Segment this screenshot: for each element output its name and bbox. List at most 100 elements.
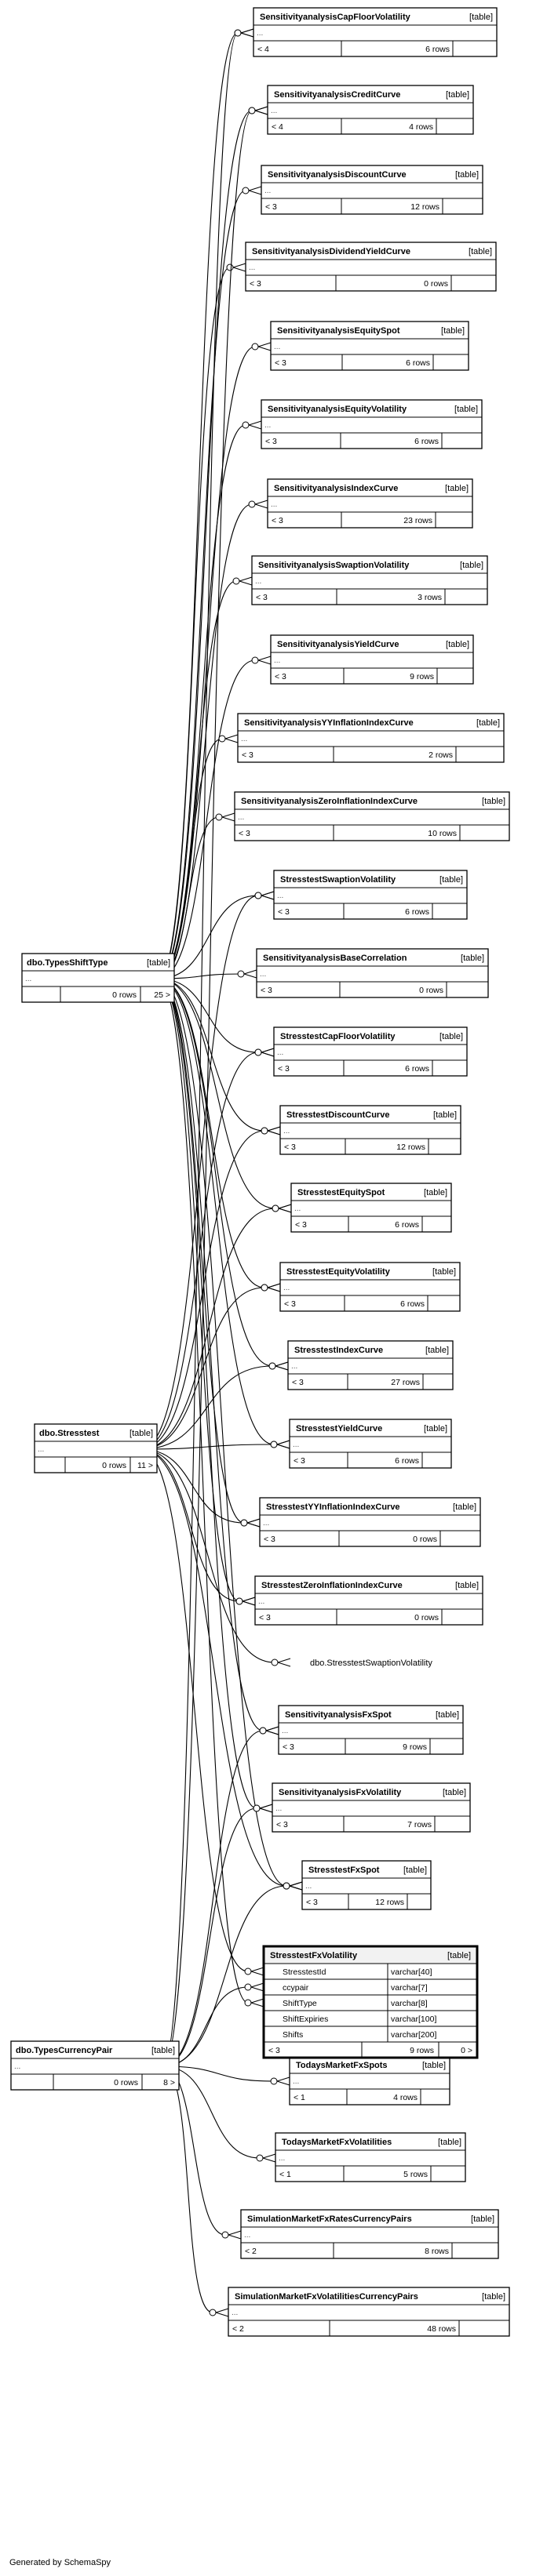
table-kind: [table] [438, 2138, 461, 2147]
table-t5[interactable]: SensitivityanalysisEquityVolatility[tabl… [261, 399, 483, 449]
many-end-marker [251, 656, 272, 665]
row-count: 12 rows [375, 1898, 404, 1907]
table-name: StresstestCapFloorVolatility [280, 1032, 396, 1041]
parent-count: < 3 [306, 1898, 318, 1907]
table-t13[interactable]: StresstestCapFloorVolatility[table]...< … [273, 1026, 468, 1077]
row-count: 6 rows [406, 358, 430, 368]
row-count: 2 rows [428, 750, 453, 760]
row-count: 6 rows [400, 1299, 425, 1309]
external-reference[interactable]: dbo.StresstestSwaptionVolatility [310, 1659, 432, 1668]
ellipsis: ... [291, 1362, 297, 1371]
table-t2[interactable]: SensitivityanalysisDiscountCurve[table].… [261, 165, 483, 215]
relationship-shifttype-t6 [158, 503, 253, 979]
column-type: varchar[200] [391, 2030, 436, 2040]
table-t1[interactable]: SensitivityanalysisCreditCurve[table]...… [267, 85, 474, 135]
row-count: 0 rows [419, 986, 443, 995]
relationship-shifttype-t22 [158, 978, 257, 1809]
row-count: 0 rows [112, 990, 137, 1000]
relationship-shifttype-t1 [158, 110, 253, 979]
parent-count: < 3 [292, 1378, 304, 1387]
row-count: 12 rows [396, 1143, 425, 1152]
table-name: SensitivityanalysisCapFloorVolatility [260, 13, 411, 22]
ellipsis: ... [279, 2154, 285, 2163]
table-t8[interactable]: SensitivityanalysisYieldCurve[table]...<… [270, 634, 474, 685]
ellipsis: ... [305, 1882, 312, 1891]
table-name: dbo.Stresstest [39, 1429, 100, 1438]
relationship-currpair-t27 [162, 2066, 213, 2313]
table-name: SensitivityanalysisSwaptionVolatility [258, 561, 410, 570]
table-kind: [table] [425, 1346, 449, 1355]
table-t11[interactable]: StresstestSwaptionVolatility[table]...< … [273, 870, 468, 920]
child-count: 0 > [461, 2046, 472, 2055]
column-type: varchar[7] [391, 1983, 428, 1993]
table-t9[interactable]: SensitivityanalysisYYInflationIndexCurve… [237, 713, 505, 763]
table-t20[interactable]: StresstestZeroInflationIndexCurve[table]… [254, 1575, 483, 1626]
table-t0[interactable]: SensitivityanalysisCapFloorVolatility[ta… [253, 7, 498, 57]
table-name: StresstestFxSpot [308, 1866, 380, 1875]
relationship-stresstest-t16 [140, 1287, 265, 1450]
many-end-marker [234, 28, 254, 38]
relationship-stresstest-focus0 [140, 1448, 249, 1972]
ellipsis: ... [274, 656, 280, 665]
footer-credit: Generated by SchemaSpy [9, 2558, 111, 2567]
table-t10[interactable]: SensitivityanalysisZeroInflationIndexCur… [234, 791, 510, 841]
many-end-marker [259, 1726, 279, 1735]
column-name: ccypair [283, 1983, 309, 1993]
table-t26[interactable]: SimulationMarketFxRatesCurrencyPairs[tab… [240, 2209, 499, 2259]
table-name: dbo.TypesShiftType [27, 958, 108, 968]
relationship-stresstest-t20 [140, 1448, 240, 1602]
table-t7[interactable]: SensitivityanalysisSwaptionVolatility[ta… [251, 555, 488, 605]
ellipsis: ... [293, 1441, 299, 1449]
many-end-marker [271, 1658, 291, 1667]
row-count: 0 rows [114, 2078, 138, 2087]
ellipsis: ... [255, 577, 261, 586]
table-name: StresstestEquityVolatility [286, 1267, 391, 1277]
relationship-shifttype-focus2 [158, 978, 249, 2004]
row-count: 0 rows [102, 1461, 126, 1470]
table-name: SensitivityanalysisYYInflationIndexCurve [244, 718, 414, 728]
relationship-shifttype-t21 [158, 978, 264, 1731]
relationship-currpair-t22 [162, 1808, 257, 2067]
table-t19[interactable]: StresstestYYInflationIndexCurve[table]..… [259, 1497, 481, 1547]
table-t12[interactable]: SensitivityanalysisBaseCorrelation[table… [256, 948, 489, 998]
child-count: 25 > [154, 990, 170, 1000]
parent-count: < 2 [245, 2247, 257, 2256]
relationship-stresstest-t18 [140, 1444, 275, 1450]
parent-count: < 3 [278, 907, 290, 917]
table-t3[interactable]: SensitivityanalysisDividendYieldCurve[ta… [245, 242, 497, 292]
relationship-shifttype-t17 [158, 978, 273, 1367]
focus-table-stresstest-fx-volatility[interactable]: StresstestFxVolatility[table]StresstestI… [262, 1945, 479, 2059]
child-count: 11 > [137, 1461, 153, 1470]
table-t4[interactable]: SensitivityanalysisEquitySpot[table]...<… [270, 321, 469, 371]
external-table-name: dbo.StresstestSwaptionVolatility [310, 1659, 432, 1668]
ellipsis: ... [241, 735, 247, 743]
relationship-shifttype-t8 [158, 659, 256, 979]
table-t22[interactable]: SensitivityanalysisFxVolatility[table]..… [272, 1782, 471, 1833]
parent-count: < 3 [284, 1143, 296, 1152]
many-end-marker [244, 1982, 264, 1992]
relationship-stresstest-t17 [140, 1365, 273, 1450]
row-count: 8 rows [425, 2247, 449, 2256]
table-t27[interactable]: SimulationMarketFxVolatilitiesCurrencyPa… [228, 2287, 510, 2337]
column-name: Shifts [283, 2030, 303, 2040]
many-end-marker [240, 1518, 261, 1528]
table-t6[interactable]: SensitivityanalysisIndexCurve[table]...<… [267, 478, 473, 529]
table-name: SensitivityanalysisEquityVolatility [268, 405, 407, 414]
relationship-currpair-t26 [162, 2066, 226, 2236]
many-end-marker [261, 1283, 281, 1292]
many-end-marker [268, 1361, 289, 1371]
ellipsis: ... [25, 975, 31, 983]
